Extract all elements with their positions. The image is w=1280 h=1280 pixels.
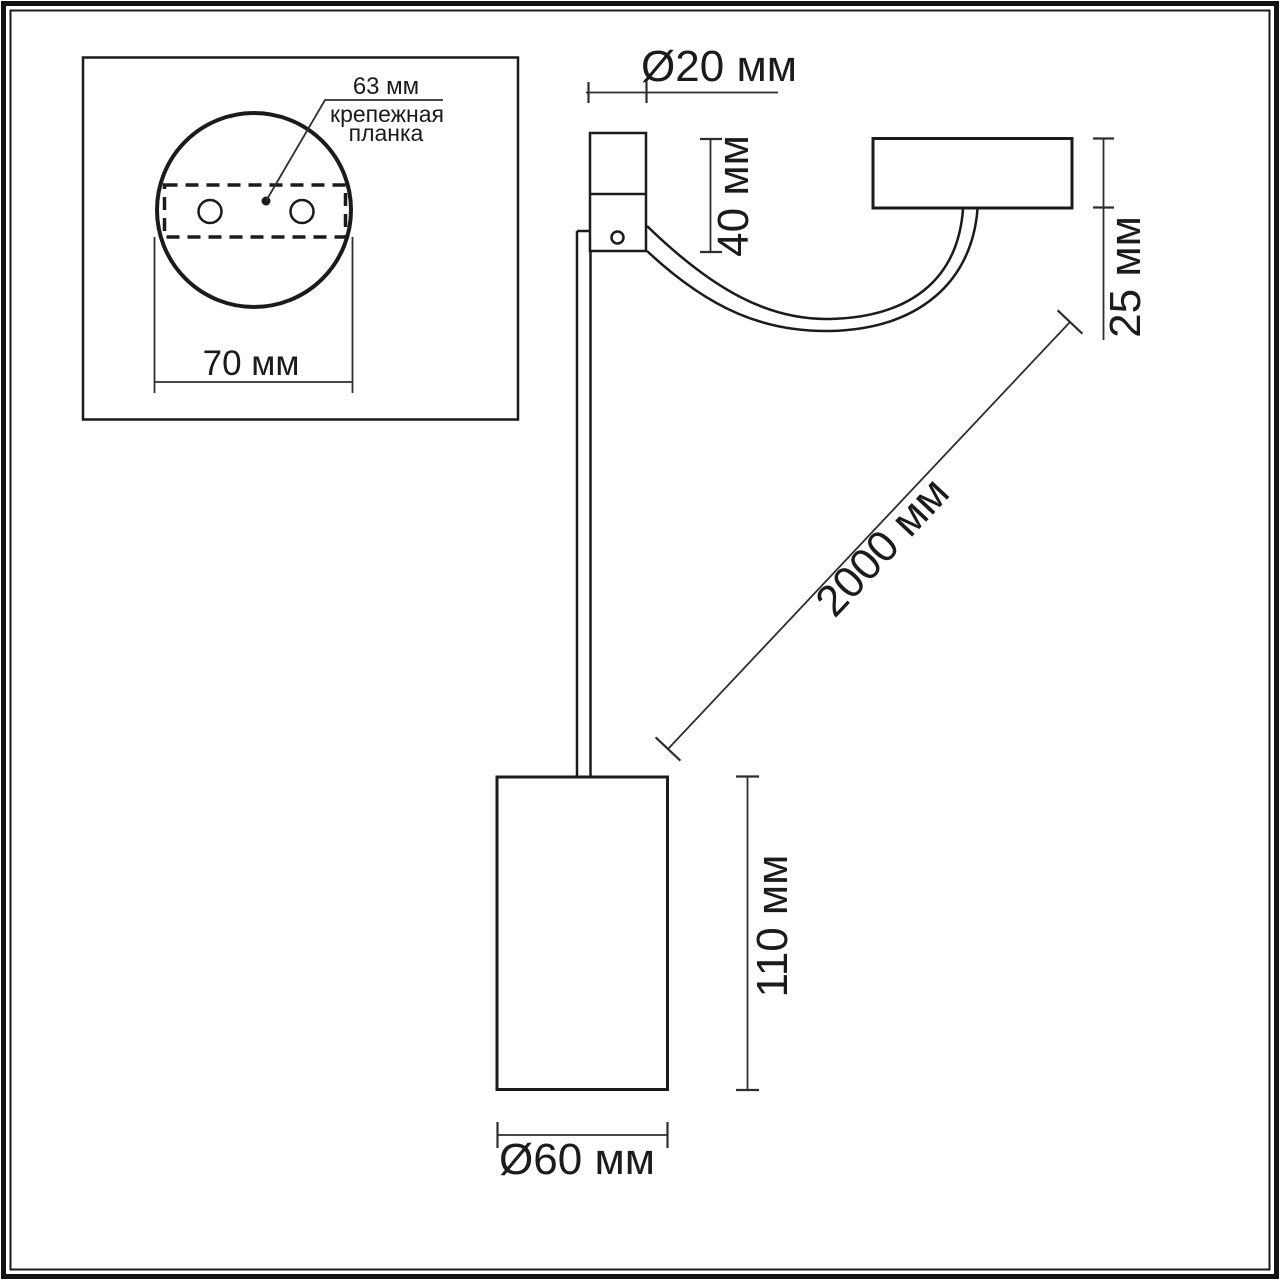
leader-line: [265, 99, 443, 202]
cable-length-dimension: 2000 мм: [654, 309, 1084, 762]
fitting-screw-hole: [610, 230, 625, 245]
cable-inner-curve: [646, 208, 979, 333]
screw-hole-left: [197, 198, 223, 225]
canopy-height-dimension: 25 мм: [1093, 137, 1150, 340]
fitting-height-dimension: 40 мм: [700, 135, 758, 257]
bracket-label-line1: крепежная: [330, 101, 444, 127]
cable-outer-curve: [646, 208, 965, 321]
shade-height-dimension: 110 мм: [736, 775, 797, 1092]
bracket-label-line2: планка: [349, 120, 424, 146]
screw-hole-right: [289, 198, 315, 225]
mounting-bracket-dashed-outline: [162, 183, 348, 239]
inner-border: [9, 9, 1271, 1271]
tick-top-right: [1056, 309, 1084, 335]
mounting-plate-inset: 63 мм крепежная планка 70 мм: [81, 56, 520, 421]
lamp-side-view: [495, 131, 1074, 1091]
mounting-plate-circle: [155, 111, 353, 309]
dimension-annotations: Ø20 мм 40 мм 25 мм 2000 мм 110 мм: [496, 42, 1150, 1184]
fitting-height-label: 40 мм: [709, 135, 758, 257]
shade-height-label: 110 мм: [748, 855, 797, 998]
lamp-shade-cylinder: [495, 775, 669, 1091]
canopy-height-label: 25 мм: [1101, 216, 1150, 338]
wall-canopy-box: [871, 137, 1074, 210]
cable-length-label: 2000 мм: [806, 468, 959, 626]
shade-diameter-label: Ø60 мм: [499, 1135, 655, 1184]
rod-top-fitting: [588, 131, 648, 253]
plate-width-label: 70 мм: [203, 344, 300, 383]
plate-width-dimension: 70 мм: [153, 237, 354, 393]
tick-bottom-left: [654, 736, 682, 762]
inset-box: [81, 56, 520, 421]
hole-spacing-label: 63 мм: [353, 73, 419, 100]
rod-diameter-dimension: Ø20 мм: [586, 42, 797, 103]
shade-diameter-dimension: Ø60 мм: [496, 1122, 669, 1184]
dimension-line: [667, 321, 1071, 750]
rod-diameter-label: Ø20 мм: [641, 42, 797, 91]
